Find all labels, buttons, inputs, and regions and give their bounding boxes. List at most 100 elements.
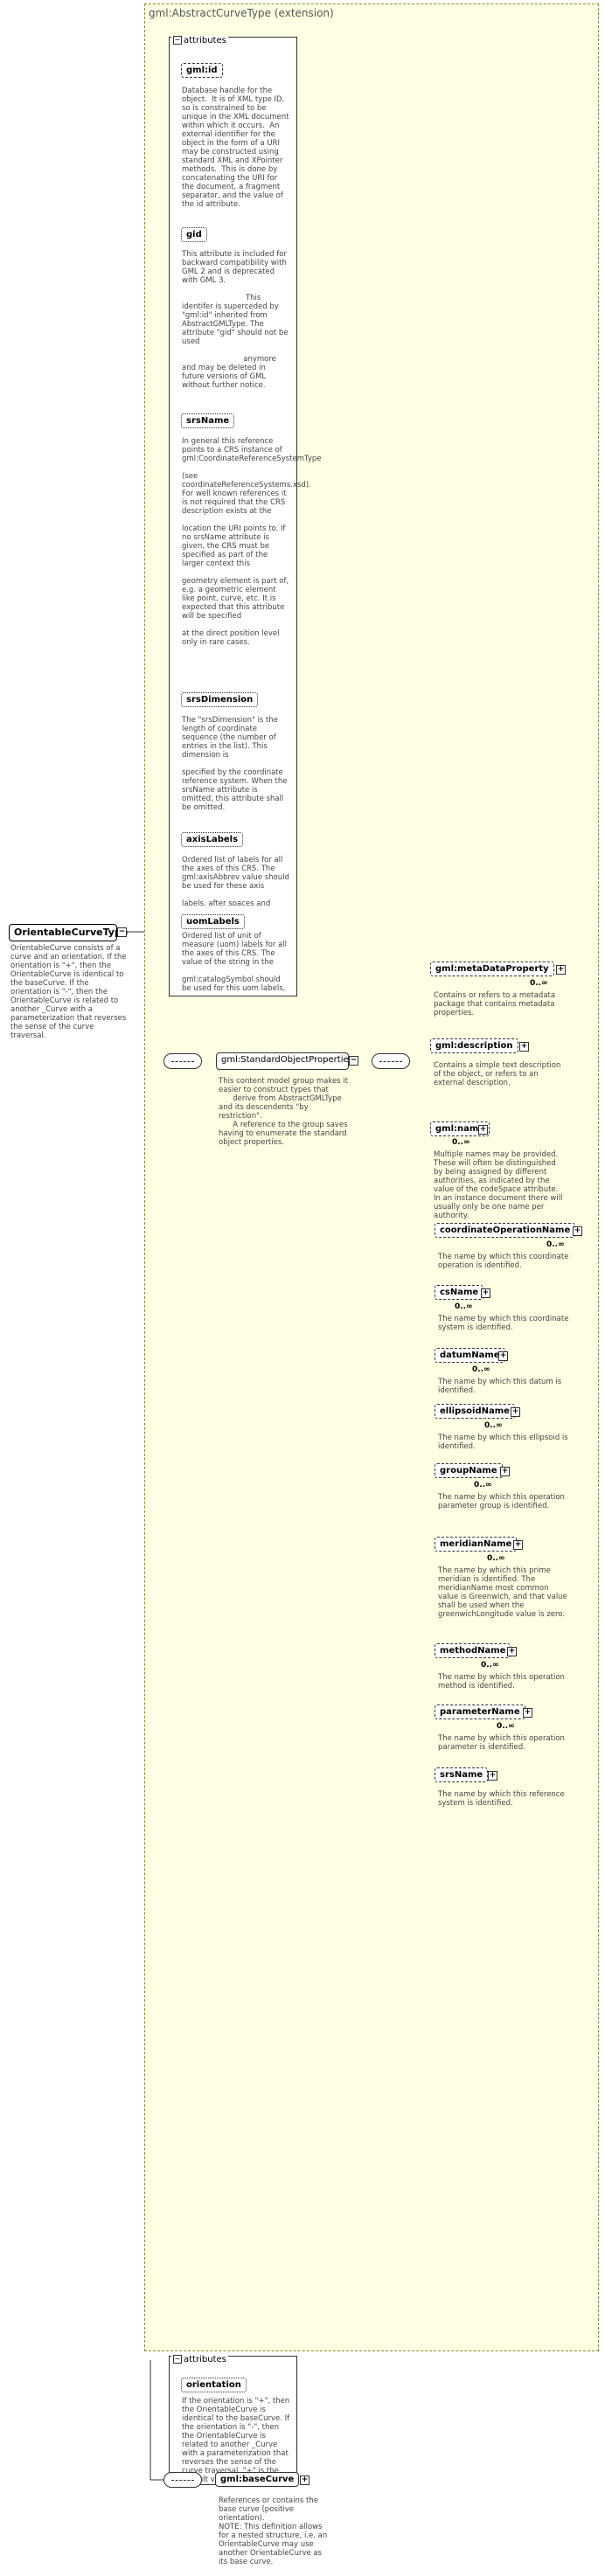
element-doc: The name by which this coordinate operat…: [438, 1253, 569, 1270]
group-doc: This content model group makes it easier…: [219, 1077, 349, 1147]
attr-name: uomLabels: [186, 917, 240, 927]
collapse-icon[interactable]: −: [349, 1056, 358, 1066]
attr-gml-id[interactable]: gml:id: [181, 63, 223, 78]
root-doc: OrientableCurve consists of a curve and …: [10, 944, 129, 1040]
expand-icon[interactable]: +: [498, 1351, 508, 1361]
multiplicity: 0..∞: [474, 1481, 492, 1489]
element-name: gml:description: [435, 1041, 513, 1051]
element-metadata-property[interactable]: gml:metaDataProperty: [430, 962, 554, 976]
attr-orientation[interactable]: orientation: [181, 2378, 247, 2392]
element-description[interactable]: gml:description: [430, 1038, 518, 1053]
element-name: ellipsoidName: [440, 1406, 510, 1416]
sequence-compositor[interactable]: [163, 1053, 202, 1069]
element-name: gml:baseCurve: [220, 2475, 295, 2484]
extension-kind: (extension): [274, 7, 334, 19]
attributes-header[interactable]: −attributes: [171, 36, 228, 45]
collapse-icon[interactable]: −: [117, 927, 127, 937]
element-coordinate-operation-name[interactable]: coordinateOperationName: [435, 1223, 576, 1238]
root-element-label: OrientableCurveType: [14, 927, 129, 938]
element-name: meridianName: [440, 1539, 512, 1549]
root-element-node[interactable]: OrientableCurveType: [9, 924, 128, 941]
element-doc: The name by which this coordinate system…: [438, 1315, 569, 1332]
collapse-icon[interactable]: −: [173, 36, 182, 45]
extension-title: gml:AbstractCurveType (extension): [149, 7, 334, 19]
attr-name: gml:id: [186, 66, 218, 75]
expand-icon[interactable]: +: [300, 2475, 309, 2485]
element-name: srsName: [440, 1770, 483, 1780]
expand-icon[interactable]: +: [488, 1771, 497, 1781]
element-name: parameterName: [440, 1707, 520, 1717]
attr-axisLabels[interactable]: axisLabels: [181, 832, 244, 847]
attr-doc: If the orientation is "+", then the Orie…: [182, 2397, 290, 2484]
element-doc: The name by which this operation method …: [438, 1673, 567, 1691]
expand-icon[interactable]: +: [513, 1540, 523, 1550]
expand-icon[interactable]: +: [573, 1226, 582, 1236]
attr-srsDimension[interactable]: srsDimension: [181, 692, 259, 707]
multiplicity: 0..∞: [530, 979, 548, 988]
attr-gid[interactable]: gid: [181, 227, 207, 242]
element-doc: The name by which this operation paramet…: [438, 1493, 567, 1510]
element-doc: Multiple names may be provided. These wi…: [434, 1150, 566, 1220]
attr-doc: Ordered list of unit of measure (uom) la…: [182, 932, 287, 993]
element-doc: The name by which this operation paramet…: [438, 1734, 567, 1752]
sequence-compositor[interactable]: [372, 1053, 410, 1069]
attr-name: gid: [186, 230, 202, 240]
attr-name: srsDimension: [186, 695, 254, 705]
element-name: methodName: [440, 1646, 506, 1656]
attr-srsName[interactable]: srsName: [181, 413, 235, 428]
multiplicity: 0..∞: [455, 1302, 473, 1311]
expand-icon[interactable]: +: [478, 1125, 488, 1135]
extension-type-name: gml:AbstractCurveType: [149, 7, 272, 19]
element-parameter-name[interactable]: parameterName: [435, 1705, 525, 1719]
expand-icon[interactable]: +: [500, 1467, 510, 1476]
group-name: gml:StandardObjectProperties: [221, 1055, 353, 1065]
element-base-curve[interactable]: gml:baseCurve: [215, 2472, 300, 2487]
element-doc: The name by which this datum is identifi…: [438, 1378, 564, 1395]
element-name-label: gml:name: [435, 1124, 485, 1134]
attr-doc: In general this reference points to a CR…: [182, 437, 322, 647]
element-name: datumName: [440, 1350, 500, 1360]
attr-doc: This attribute is included for backward …: [182, 250, 289, 390]
expand-icon[interactable]: +: [481, 1288, 490, 1298]
element-name: groupName: [440, 1466, 497, 1475]
multiplicity: 0..∞: [546, 1240, 565, 1249]
element-name[interactable]: gml:name: [430, 1121, 490, 1136]
attributes-header[interactable]: −attributes: [171, 2355, 228, 2364]
group-standard-object-properties[interactable]: gml:StandardObjectProperties: [216, 1052, 353, 1070]
element-doc: The name by which this prime meridian is…: [438, 1566, 570, 1619]
element-cs-name[interactable]: csName: [435, 1285, 484, 1300]
expand-icon[interactable]: +: [523, 1708, 532, 1718]
element-datum-name[interactable]: datumName: [435, 1348, 505, 1363]
multiplicity: 0..∞: [452, 1138, 470, 1147]
element-doc: Contains or refers to a metadata package…: [434, 991, 558, 1017]
multiplicity: 0..∞: [481, 1661, 499, 1670]
multiplicity: 0..∞: [497, 1722, 515, 1731]
element-doc: The name by which this reference system …: [438, 1790, 567, 1808]
element-ellipsoid-name[interactable]: ellipsoidName: [435, 1404, 515, 1419]
attributes-label: attributes: [184, 2355, 226, 2364]
element-name: gml:metaDataProperty: [435, 964, 549, 974]
attr-name: axisLabels: [186, 835, 239, 844]
sequence-compositor[interactable]: [163, 2472, 202, 2488]
attr-name: srsName: [186, 416, 230, 426]
element-srs-name[interactable]: srsName: [435, 1767, 489, 1782]
own-attributes-group: −attributes: [169, 2355, 297, 2485]
expand-icon[interactable]: +: [556, 965, 566, 975]
attributes-label: attributes: [184, 36, 226, 45]
element-method-name[interactable]: methodName: [435, 1643, 511, 1658]
attr-doc: Database handle for the object. It is of…: [182, 87, 292, 209]
element-group-name[interactable]: groupName: [435, 1463, 503, 1478]
element-name: coordinateOperationName: [440, 1226, 571, 1235]
element-meridian-name[interactable]: meridianName: [435, 1537, 518, 1552]
multiplicity: 0..∞: [472, 1365, 490, 1374]
multiplicity: 0..∞: [487, 1554, 505, 1563]
attr-uomLabels[interactable]: uomLabels: [181, 914, 245, 929]
expand-icon[interactable]: +: [519, 1042, 529, 1052]
attr-doc: The "srsDimension" is the length of coor…: [182, 716, 288, 812]
element-doc: Contains a simple text description of th…: [434, 1061, 564, 1087]
expand-icon[interactable]: +: [511, 1407, 520, 1417]
expand-icon[interactable]: +: [507, 1647, 517, 1656]
collapse-icon[interactable]: −: [173, 2355, 182, 2364]
extension-attributes-group: −attributes: [169, 36, 297, 911]
attr-name: orientation: [186, 2380, 241, 2390]
